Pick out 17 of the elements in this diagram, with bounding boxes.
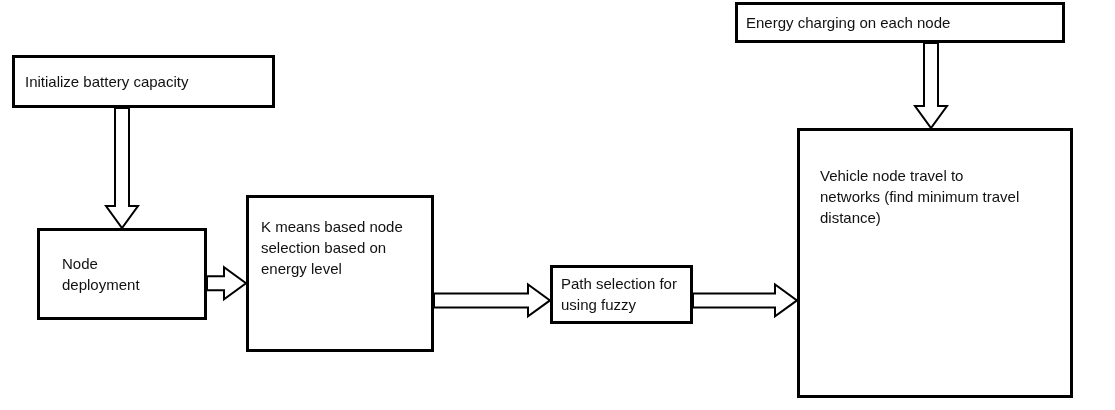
process-box bbox=[12, 55, 275, 108]
block-arrow bbox=[692, 282, 799, 319]
process-box bbox=[797, 128, 1073, 398]
box-label: Node deployment bbox=[62, 254, 141, 295]
box-label: K means based node selection based on energy level bbox=[261, 217, 404, 279]
box-label: Energy charging on each node bbox=[746, 13, 952, 33]
box-label: Path selection for using fuzzy bbox=[561, 274, 678, 315]
process-box bbox=[246, 195, 434, 352]
block-arrow bbox=[913, 42, 949, 130]
process-box bbox=[550, 265, 693, 324]
box-label: Vehicle node travel to networks (find minimum travel distance) bbox=[820, 166, 1020, 228]
process-box bbox=[37, 228, 207, 320]
block-arrow bbox=[206, 265, 248, 302]
block-arrow bbox=[104, 107, 140, 230]
box-label: Initialize battery capacity bbox=[25, 72, 190, 92]
block-arrow bbox=[433, 282, 552, 319]
process-box bbox=[735, 2, 1065, 43]
